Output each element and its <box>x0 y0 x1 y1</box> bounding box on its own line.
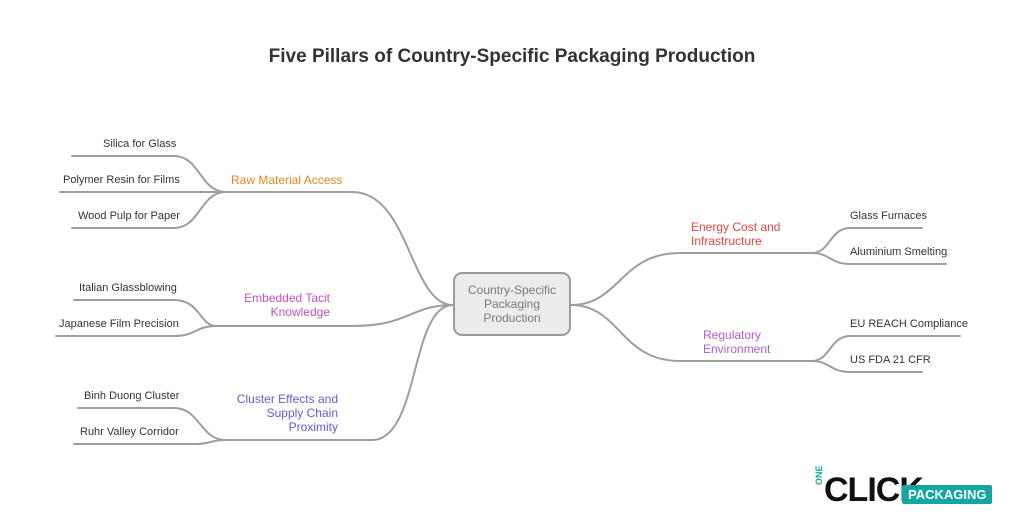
connector-leaf-aluminium <box>811 252 947 265</box>
connector-branch-cluster <box>225 304 454 441</box>
leaf-wood-pulp: Wood Pulp for Paper <box>78 210 180 222</box>
connector-branch-regulatory <box>570 304 813 362</box>
connector-leaf-woodpulp <box>71 191 227 229</box>
leaf-silica-for-glass: Silica for Glass <box>103 138 177 150</box>
leaf-glass-furnaces: Glass Furnaces <box>850 210 928 222</box>
leaf-aluminium-smelting: Aluminium Smelting <box>850 246 948 258</box>
diagram-title: Five Pillars of Country-Specific Packagi… <box>268 46 756 67</box>
leaf-binh-duong: Binh Duong Cluster <box>84 390 180 402</box>
leaf-ruhr-valley: Ruhr Valley Corridor <box>80 426 179 438</box>
leaf-eu-reach: EU REACH Compliance <box>850 318 968 330</box>
connector-leaf-ruhr <box>73 439 227 445</box>
leaf-italian-glassblowing: Italian Glassblowing <box>79 282 177 294</box>
connector-branch-tacit <box>215 304 454 327</box>
branch-energy-label: Energy Cost and Infrastructure <box>691 220 781 248</box>
central-node-label: Country-Specific Packaging Production <box>467 283 557 325</box>
leaf-us-fda: US FDA 21 CFR <box>850 354 931 366</box>
connector-leaf-silica <box>71 155 227 193</box>
connector-branch-raw <box>225 191 454 306</box>
connector-leaf-italian <box>73 299 217 327</box>
branch-raw-material-label: Raw Material Access <box>231 173 343 187</box>
connector-branch-energy <box>570 252 813 306</box>
leaf-polymer-resin: Polymer Resin for Films <box>63 174 180 186</box>
logo-one-text: ONE <box>814 465 824 485</box>
connector-leaf-eureach <box>811 335 961 362</box>
branch-tacit-knowledge-label: Embedded Tacit Knowledge <box>244 291 330 319</box>
connector-leaf-binh <box>77 407 227 441</box>
connector-leaf-glass <box>811 227 923 254</box>
leaf-japanese-film: Japanese Film Precision <box>59 318 179 330</box>
branch-cluster-effects-label: Cluster Effects and Supply Chain Proximi… <box>236 392 338 434</box>
logo-packaging-badge: PACKAGING <box>902 485 993 504</box>
connector-leaf-usfda <box>811 360 923 373</box>
branch-regulatory-label: Regulatory Environment <box>703 328 771 356</box>
central-node: Country-Specific Packaging Production <box>453 272 571 336</box>
connector-leaf-japanese <box>55 325 217 337</box>
brand-logo: ONE CLICK PACKAGING <box>812 465 1002 511</box>
